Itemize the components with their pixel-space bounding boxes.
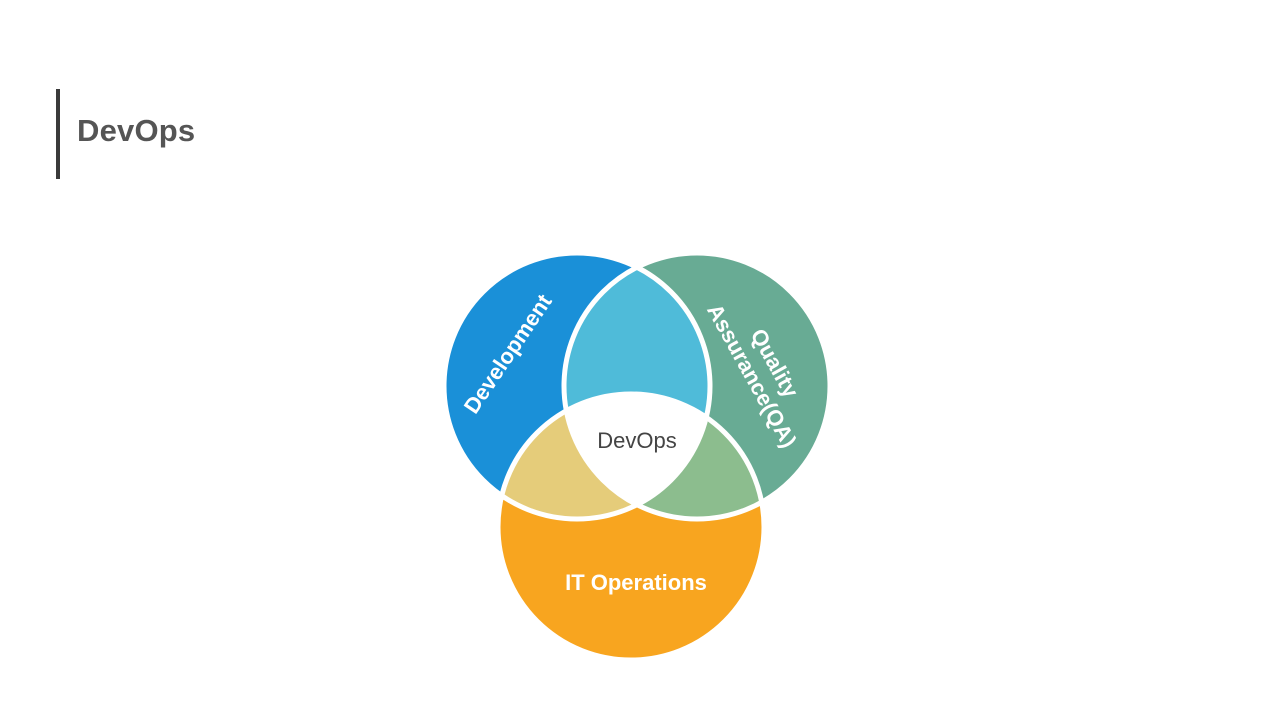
title-accent-bar — [56, 89, 60, 179]
operations-label: IT Operations — [565, 570, 707, 595]
venn-separator-lines — [441, 250, 833, 663]
slide-title: DevOps — [77, 113, 196, 148]
devops-center-label: DevOps — [597, 428, 676, 453]
